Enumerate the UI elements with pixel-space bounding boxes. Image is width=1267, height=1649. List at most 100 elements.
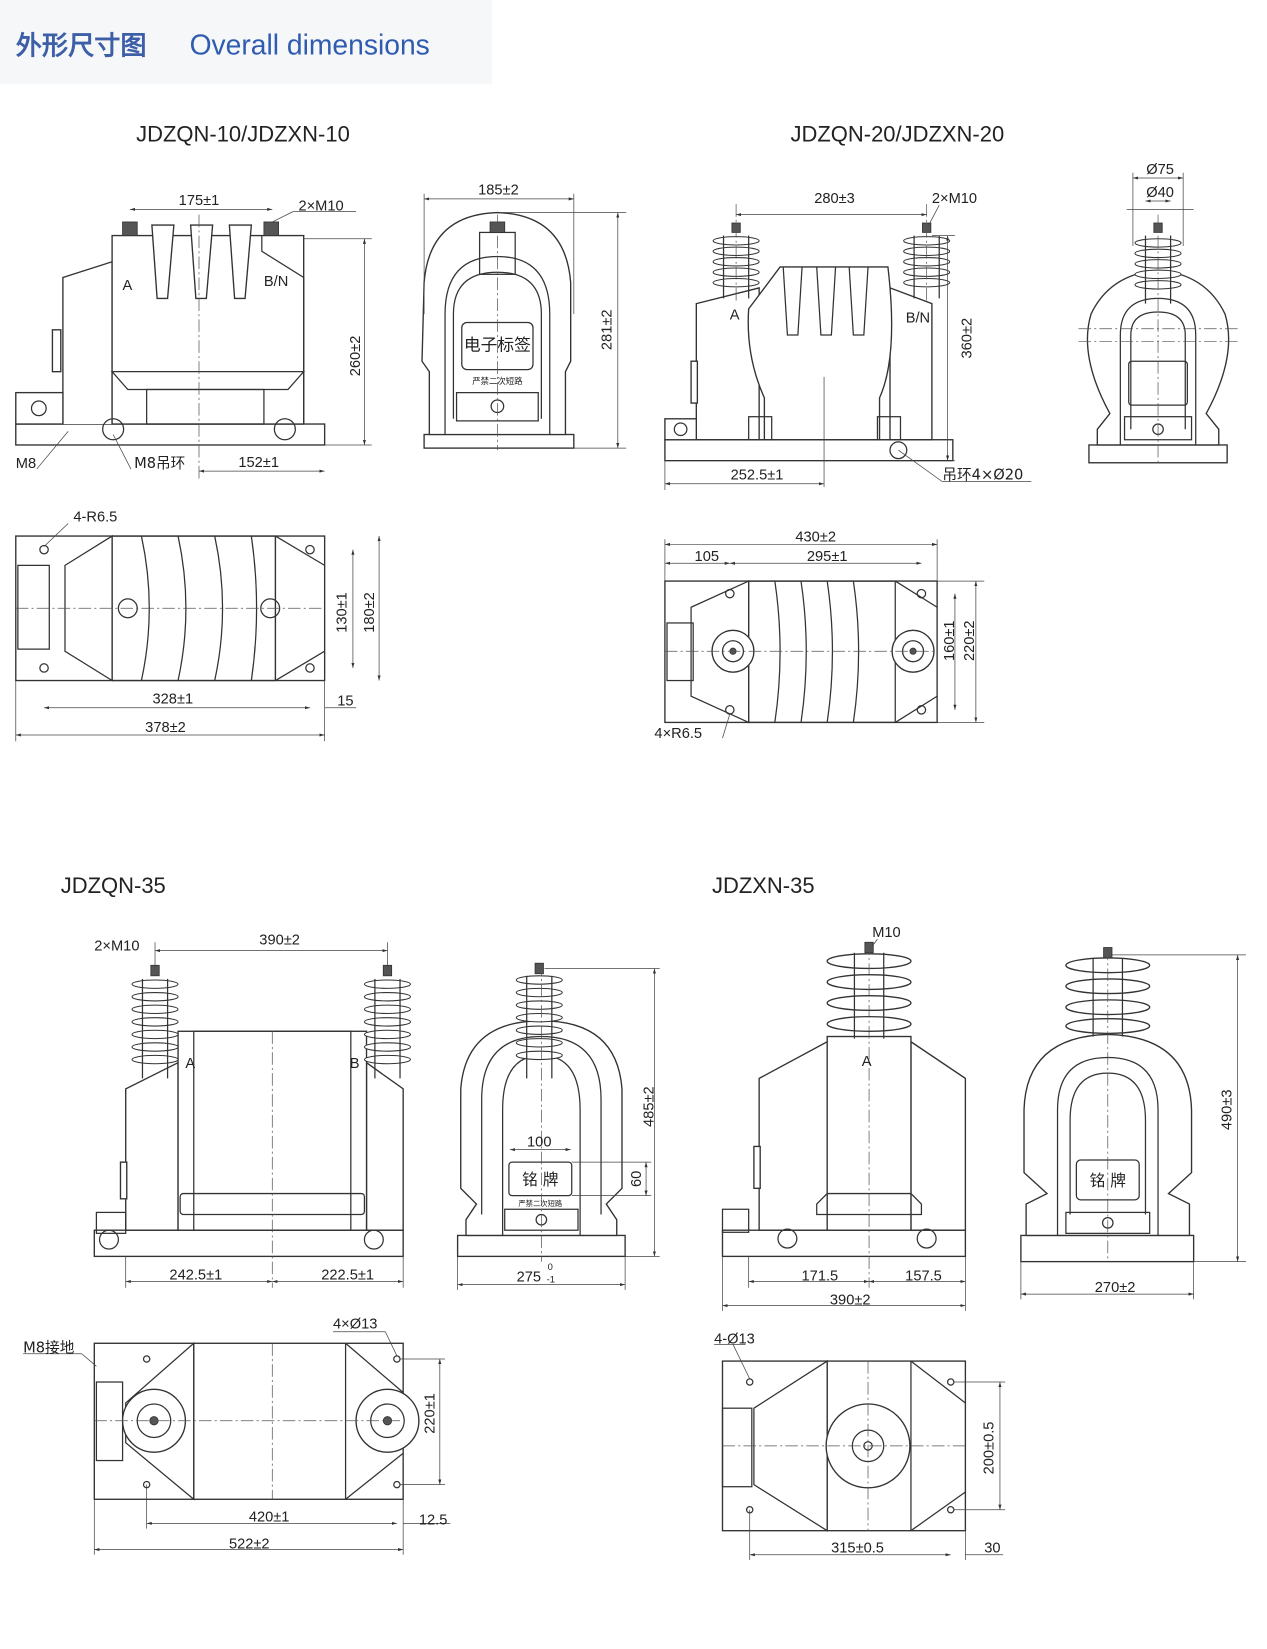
- drawing-line-art: [263, 221, 279, 236]
- drawing-line-art: [110, 371, 306, 391]
- label-phase-a: A: [862, 1054, 872, 1070]
- label-phase-a: A: [185, 1056, 195, 1072]
- label-mounting-holes: 4×Ø13: [333, 1317, 377, 1333]
- dim-offset: 152±1: [238, 455, 279, 471]
- dim-edge: 30: [984, 1541, 1000, 1557]
- drawing-line-art: [695, 287, 760, 441]
- drawing-line-art: [782, 266, 869, 336]
- jdzqn10-top-view: [15, 523, 381, 742]
- jdzqn20-side-view: [1078, 172, 1238, 466]
- model-title-jdzqn10: JDZQN-10/JDZXN-10: [136, 121, 350, 146]
- drawing-line-art: [1065, 1211, 1151, 1234]
- drawing-line-art: [261, 235, 305, 425]
- dim-outer-diameter: Ø75: [1146, 162, 1174, 178]
- drawing-line-art: [363, 1029, 412, 1040]
- drawing-line-art: [363, 1017, 412, 1027]
- label-nameplate: 铭 牌: [522, 1170, 558, 1189]
- dim-pitch: 390±2: [259, 932, 300, 948]
- label-terminal: M10: [872, 925, 900, 941]
- dim-width-tol-lower: -1: [547, 1274, 555, 1285]
- dim-hole-span: 130±1: [335, 592, 351, 633]
- drawing-line-art: [273, 418, 296, 441]
- drawing-line-art: [363, 1054, 412, 1065]
- drawing-line-art: [125, 1061, 179, 1231]
- dim-hole-span: 220±1: [423, 1393, 439, 1434]
- label-warning: 严禁二次短路: [518, 1199, 563, 1208]
- jdzqn10-front-view: [15, 207, 372, 482]
- drawing-line-art: [721, 1407, 753, 1488]
- drawing-line-art: [131, 1029, 179, 1040]
- dim-height: 281±2: [600, 309, 616, 350]
- dim-right: 157.5: [905, 1268, 942, 1284]
- drawing-line-art: [131, 1054, 179, 1065]
- dim-offset: 252.5±1: [731, 468, 784, 484]
- header-title-cn: 外形尺寸图: [16, 31, 147, 61]
- dim-inner-diameter: Ø40: [1146, 185, 1174, 201]
- drawing-line-art: [916, 705, 927, 715]
- jdzxn35-side-view: [1020, 947, 1246, 1300]
- label-phase-b: B/N: [906, 310, 930, 326]
- label-warning: 严禁二次短路: [472, 376, 523, 386]
- drawing-line-art: [722, 713, 731, 739]
- drawing-line-art: [515, 1038, 563, 1048]
- header-band: [0, 0, 493, 84]
- dim-edge: 12.5: [419, 1512, 448, 1528]
- dim-plate-width: 100: [527, 1134, 551, 1150]
- drawing-line-art: [515, 1000, 563, 1010]
- drawing-line-art: [142, 1355, 151, 1363]
- jdzqn35-top-view: [23, 1331, 451, 1555]
- jdzqn20-top-view: [664, 539, 985, 739]
- drawing-line-art: [98, 1229, 120, 1250]
- drawing-line-art: [747, 266, 893, 441]
- dim-edge: 105: [695, 549, 719, 565]
- drawing-line-art: [131, 1004, 179, 1015]
- drawing-line-art: [721, 1229, 967, 1258]
- drawing-line-art: [894, 580, 938, 723]
- dim-width-tol-upper: 0: [548, 1261, 553, 1272]
- jdzqn35-side-view: [456, 962, 660, 1290]
- dim-left: 242.5±1: [169, 1267, 222, 1283]
- drawing-line-art: [1130, 311, 1186, 430]
- drawing-line-art: [131, 964, 179, 1079]
- drawing-line-art: [95, 1211, 127, 1234]
- drawing-line-art: [508, 1161, 573, 1197]
- label-terminals: 2×M10: [932, 191, 977, 207]
- dim-pitch: 280±3: [814, 191, 855, 207]
- label-ground: M8接地: [23, 1340, 75, 1357]
- jdzxn35-front-view: [721, 938, 967, 1311]
- drawing-line-art: [909, 647, 917, 655]
- drawing-line-art: [515, 1025, 563, 1035]
- drawing-line-art: [151, 224, 253, 300]
- drawing-line-art: [916, 588, 927, 599]
- dim-width: 270±2: [1095, 1280, 1136, 1296]
- label-lifting-ring: M8吊环: [134, 455, 185, 472]
- drawing-line-art: [421, 211, 572, 436]
- drawing-line-art: [43, 523, 69, 547]
- drawing-line-art: [131, 1042, 179, 1052]
- dim-width: 180±2: [362, 592, 378, 633]
- label-phase-a: A: [730, 307, 740, 323]
- dim-length: 522±2: [229, 1536, 270, 1552]
- drawing-line-art: [36, 431, 69, 470]
- drawing-line-art: [423, 433, 575, 449]
- drawing-line-art: [102, 418, 125, 441]
- dim-height: 490±3: [1219, 1089, 1235, 1130]
- drawing-line-art: [15, 391, 64, 425]
- drawing-line-art: [131, 1017, 179, 1027]
- jdzxn35-top-view: [714, 1343, 1006, 1561]
- drawing-line-art: [15, 423, 326, 446]
- label-lifting-rings: 吊环4×Ø20: [942, 467, 1023, 484]
- dim-length: 390±2: [830, 1293, 871, 1309]
- drawing-line-art: [876, 416, 902, 441]
- label-phase-a: A: [123, 278, 133, 294]
- drawing-line-art: [344, 1342, 404, 1500]
- drawing-line-art: [51, 329, 62, 373]
- drawing-line-art: [664, 439, 954, 462]
- drawing-line-art: [93, 1229, 404, 1258]
- drawing-line-art: [131, 979, 179, 989]
- header-title-en: Overall dimensions: [190, 28, 430, 60]
- drawing-line-art: [62, 260, 113, 425]
- drawing-line-art: [363, 992, 412, 1002]
- drawing-line-art: [753, 1145, 761, 1190]
